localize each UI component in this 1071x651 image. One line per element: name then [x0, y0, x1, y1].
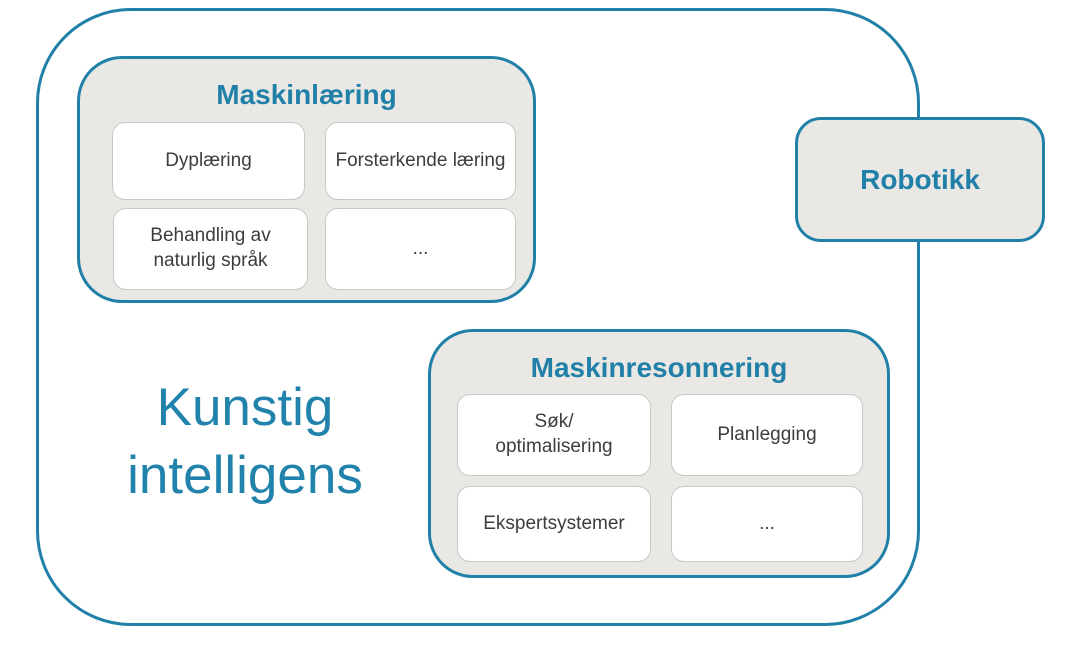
card-ekspertsystemer: Ekspertsystemer — [457, 486, 651, 562]
robotikk-node: Robotikk — [795, 117, 1045, 242]
robotikk-label: Robotikk — [860, 163, 980, 195]
group-maskinlaering: Maskinlæring Dyplæring Forsterkende læri… — [77, 56, 536, 303]
card-maskinlaering-ellipsis: ... — [325, 208, 516, 290]
card-sok-optimalisering: Søk/ optimalisering — [457, 394, 651, 476]
group-maskinresonnering: Maskinresonnering Søk/ optimalisering Pl… — [428, 329, 890, 578]
card-forsterkende-laering: Forsterkende læring — [325, 122, 516, 200]
card-naturlig-sprak: Behandling av naturlig språk — [113, 208, 308, 290]
card-dyplaering: Dyplæring — [112, 122, 305, 200]
group-maskinlaering-title: Maskinlæring — [216, 79, 397, 110]
card-maskinresonnering-ellipsis: ... — [671, 486, 863, 562]
card-planlegging: Planlegging — [671, 394, 863, 476]
group-maskinresonnering-title: Maskinresonnering — [530, 352, 788, 383]
ai-root-label: Kunstig intelligens — [127, 378, 363, 505]
